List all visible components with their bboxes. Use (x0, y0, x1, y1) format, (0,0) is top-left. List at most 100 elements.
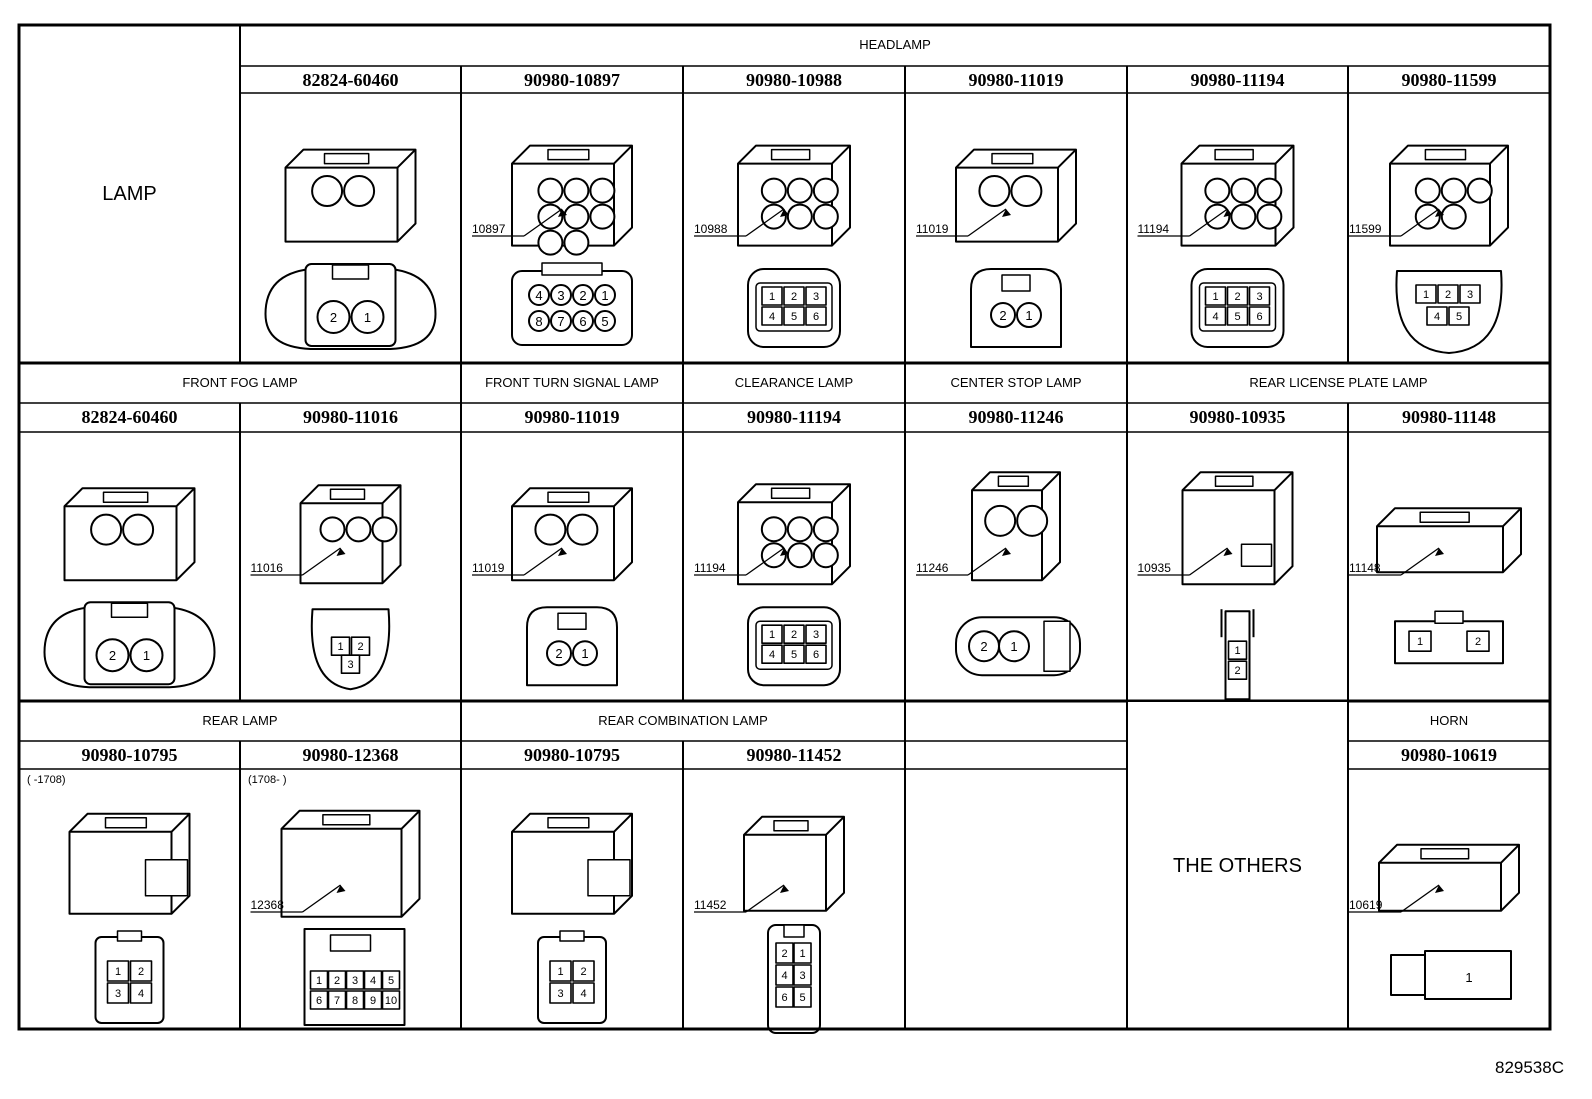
pin-number: 7 (334, 995, 340, 1007)
callout-arrowhead (1002, 548, 1011, 556)
part-number: 90980-11194 (747, 407, 841, 427)
pin-cavity (805, 644, 827, 665)
group-title: FRONT TURN SIGNAL LAMP (485, 375, 659, 390)
pin-number: 1 (769, 629, 775, 641)
housing-latch (770, 148, 811, 161)
pin-number: 1 (1025, 308, 1032, 323)
group-title: REAR LICENSE PLATE LAMP (1249, 375, 1427, 390)
callout-leader (302, 547, 341, 576)
pin-number: 3 (1467, 289, 1473, 301)
pin-number: 6 (781, 992, 787, 1004)
callout-label: 11016 (251, 561, 284, 575)
housing-edge (512, 487, 633, 581)
pin-number: 4 (370, 975, 376, 987)
housing-latch (773, 820, 809, 832)
callout-label: 11194 (694, 561, 726, 575)
housing-body (971, 471, 1061, 582)
callout-label: 11246 (916, 561, 949, 575)
housing-edge (956, 148, 1077, 242)
pin-circle (572, 640, 598, 667)
terminal-cavity (122, 513, 155, 546)
pin-cavity (793, 986, 812, 1008)
pin-cavity (340, 654, 361, 675)
pin-number: 10 (385, 995, 397, 1007)
pin-number: 2 (555, 646, 562, 661)
pin-circle (316, 300, 351, 334)
pin-number: 8 (352, 995, 358, 1007)
callout-leader (523, 547, 563, 576)
terminal-cavity (319, 516, 346, 543)
housing-edge (738, 483, 851, 585)
pin-cavity (1437, 284, 1459, 304)
housing-edge (1182, 471, 1294, 585)
pin-number: 7 (557, 314, 564, 329)
pin-cavity (1248, 306, 1271, 326)
pin-number: 2 (791, 629, 797, 641)
housing-edge (738, 144, 851, 246)
pin-number: 3 (557, 288, 564, 303)
terminal-cavity (1466, 177, 1493, 204)
chart-frame-top (17, 23, 1552, 1031)
pin-number: 5 (791, 649, 797, 661)
pin-number: 1 (1423, 289, 1429, 301)
housing-latch (1420, 848, 1470, 860)
pin-cavity (775, 986, 794, 1008)
part-number: 90980-10935 (1190, 407, 1286, 427)
front-view-lock (559, 930, 585, 942)
pin-cavity (1466, 630, 1490, 653)
part-number: 90980-11019 (968, 70, 1063, 90)
housing-latch (329, 488, 366, 500)
pin-cavity (1408, 630, 1432, 653)
callout-arrowhead (558, 209, 567, 217)
pin-cavity (775, 942, 794, 964)
pin-cavity (783, 306, 805, 326)
part-number: 82824-60460 (303, 70, 399, 90)
pin-number: 5 (1456, 311, 1462, 323)
housing-edge (972, 471, 1061, 581)
terminal-cavity (566, 513, 599, 546)
pin-number: 1 (337, 641, 343, 653)
terminal-cavity (812, 516, 839, 543)
callout-leader (1189, 547, 1228, 576)
callout-leader (745, 547, 785, 576)
callout-arrowhead (336, 548, 346, 556)
pin-number: 9 (370, 995, 376, 1007)
pin-number: 2 (1234, 291, 1240, 303)
housing-latch (547, 148, 590, 161)
pin-cavity (793, 942, 812, 964)
pin-cavity (761, 644, 783, 665)
terminal-cavity (589, 203, 616, 230)
pin-number: 2 (334, 975, 340, 987)
part-number: 90980-11019 (524, 407, 619, 427)
pin-cavity (761, 624, 783, 645)
pin-number: 1 (581, 646, 588, 661)
group-title: REAR COMBINATION LAMP (598, 713, 768, 728)
terminal-cavity (786, 516, 813, 543)
pin-number: 4 (1212, 311, 1218, 323)
pin-number: 1 (769, 291, 775, 303)
terminal-cavity (1256, 203, 1283, 230)
pin-cavity (1227, 660, 1248, 681)
diagram-code: 829538C (1494, 1058, 1564, 1077)
part-number: 90980-11148 (1402, 407, 1496, 427)
callout-label: 11019 (472, 561, 505, 575)
pin-number: 2 (109, 648, 116, 663)
callout-leader (1400, 884, 1440, 913)
pin-number: 2 (1445, 289, 1451, 301)
part-number: 90980-10897 (524, 70, 620, 90)
terminal-cavity (1010, 175, 1043, 207)
front-view-face (526, 606, 618, 687)
callout-arrowhead (1002, 209, 1011, 217)
part-number: 90980-10619 (1401, 745, 1497, 765)
pin-cavity (381, 970, 401, 990)
group-title: CENTER STOP LAMP (951, 375, 1082, 390)
pin-cavity (549, 982, 572, 1004)
pin-circle (572, 310, 594, 332)
